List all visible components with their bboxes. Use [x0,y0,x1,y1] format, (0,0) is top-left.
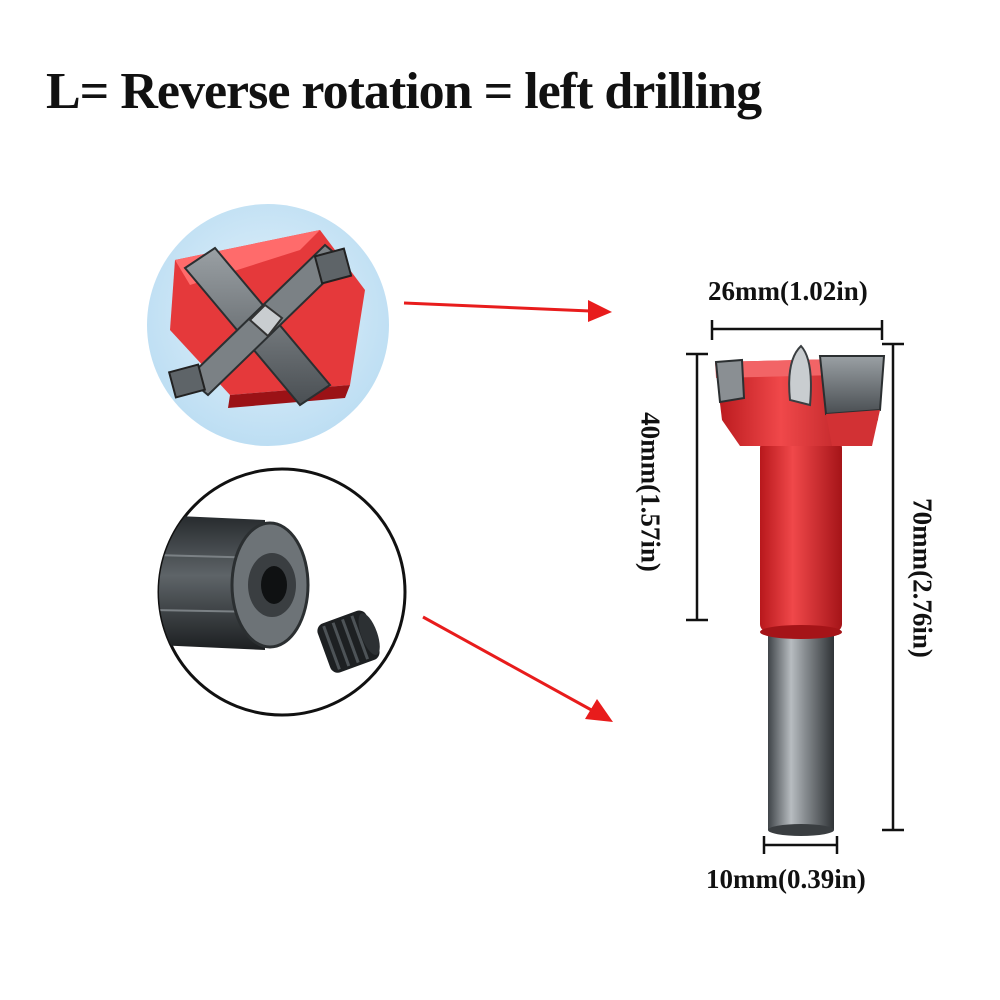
cutting-length-label: 40mm(1.57in) [635,412,666,572]
dim-line-total-length [882,342,904,832]
cutter-head-detail [147,204,389,446]
dim-line-cutting-length [686,352,708,622]
hex-shank-set-screw-detail [157,467,407,717]
dim-line-shank [762,836,839,854]
arrow-to-shank-icon [422,615,613,722]
bit-shank [768,630,834,830]
arrow-to-cutter-icon [403,300,612,322]
bit-body [760,440,842,632]
total-length-label: 70mm(2.76in) [907,498,938,658]
headline: L= Reverse rotation = left drilling [46,63,762,120]
width-label: 26mm(1.02in) [708,276,868,306]
drill-bit [714,344,886,836]
shank-diameter-label: 10mm(0.39in) [706,864,866,894]
dim-line-width [710,320,884,340]
